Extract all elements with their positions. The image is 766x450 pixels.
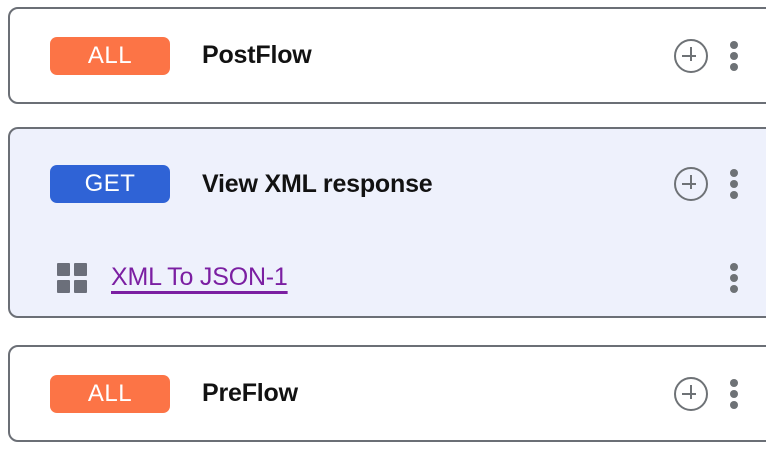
plus-circle-icon[interactable] <box>674 167 708 201</box>
flow-card-view-xml-response[interactable]: GET View XML response XML To JSON-1 <box>8 127 766 318</box>
plus-circle-icon[interactable] <box>674 38 708 73</box>
kebab-dot <box>730 262 738 271</box>
policy-row-actions <box>730 239 738 316</box>
flow-header-row[interactable]: ALL PreFlow <box>10 347 766 440</box>
flow-name-label: View XML response <box>202 169 433 198</box>
kebab-dot <box>730 169 738 177</box>
method-badge-get: GET <box>50 165 170 203</box>
grid-square <box>74 262 87 276</box>
kebab-dot <box>730 273 738 282</box>
kebab-dot <box>730 389 738 398</box>
kebab-dot <box>730 62 738 71</box>
kebab-menu-icon[interactable] <box>730 262 738 293</box>
flow-name-label: PostFlow <box>202 41 312 69</box>
kebab-dot <box>730 180 738 188</box>
flow-row-actions <box>674 129 738 239</box>
flow-row-actions <box>674 9 738 102</box>
kebab-dot <box>730 400 738 409</box>
kebab-dot <box>730 191 738 199</box>
flow-header-row[interactable]: ALL PostFlow <box>10 9 766 102</box>
kebab-dot <box>730 284 738 293</box>
flow-header-row[interactable]: GET View XML response <box>10 129 766 239</box>
kebab-menu-icon[interactable] <box>730 378 738 409</box>
kebab-dot <box>730 51 738 60</box>
policy-link-xml-to-json[interactable]: XML To JSON-1 <box>111 263 288 291</box>
grid-square <box>57 262 70 276</box>
flow-row-actions <box>674 347 738 440</box>
grid-square <box>57 279 70 293</box>
policy-step-row[interactable]: XML To JSON-1 <box>10 239 766 316</box>
flow-name-label: PreFlow <box>202 379 298 407</box>
flow-card-preflow[interactable]: ALL PreFlow <box>8 345 766 442</box>
kebab-dot <box>730 40 738 49</box>
grid-square <box>74 279 87 293</box>
kebab-menu-icon[interactable] <box>730 40 738 71</box>
method-badge-all: ALL <box>50 374 170 413</box>
plus-circle-icon[interactable] <box>674 376 708 411</box>
grid-squares-icon <box>57 262 87 293</box>
kebab-menu-icon[interactable] <box>730 169 738 199</box>
method-badge-all: ALL <box>50 36 170 75</box>
flow-card-postflow[interactable]: ALL PostFlow <box>8 7 766 104</box>
kebab-dot <box>730 378 738 387</box>
